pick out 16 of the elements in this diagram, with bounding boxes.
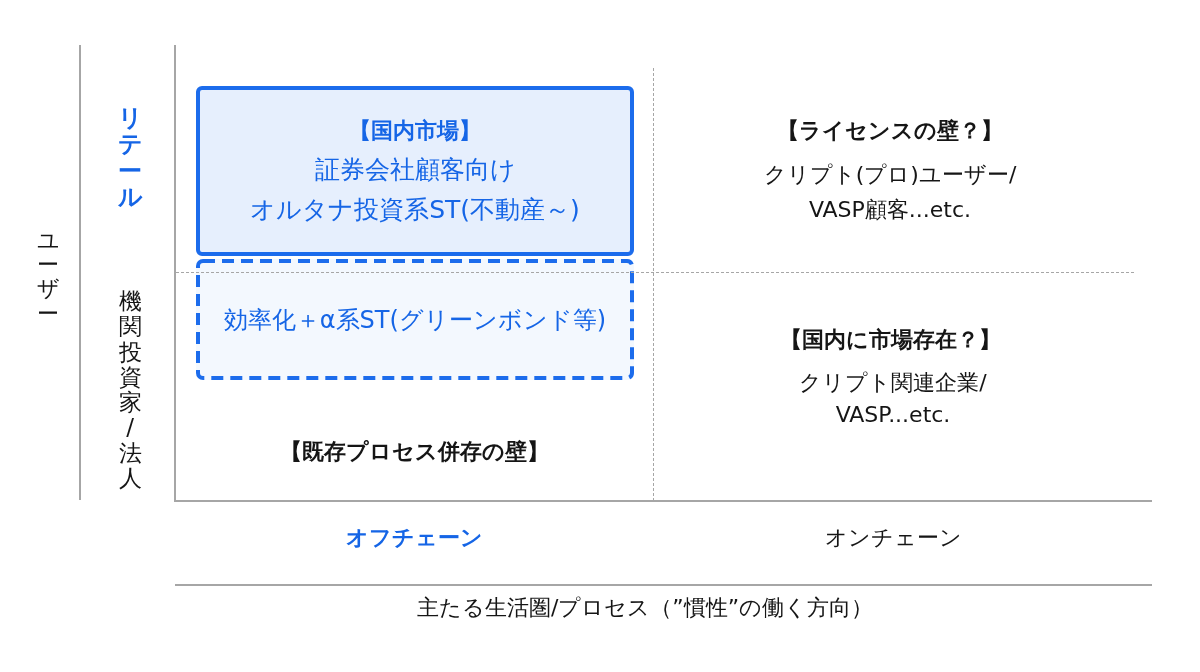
box-heading: 【国内市場】 (349, 117, 481, 145)
quadrant-heading: 【ライセンスの壁？】 (777, 116, 1003, 145)
category-box (196, 86, 634, 256)
dashed-category-box (196, 259, 634, 380)
quadrant-text: クリプト関連企業/VASP...etc. (799, 369, 987, 429)
axis-title: 主たる生活圏/プロセス（”慣性”の働く方向） (416, 593, 874, 622)
row-label: リテール (118, 105, 142, 211)
row-label: 機関投資家/法人 (118, 288, 142, 492)
box-text: 証券会社顧客向けオルタナ投資系ST(不動産～) (250, 154, 580, 226)
quadrant-heading: 【国内に市場存在？】 (779, 325, 1001, 354)
quadrant-heading: 【既存プロセス併存の壁】 (279, 437, 549, 466)
box-text: 効率化＋α系ST(グリーンボンド等) (223, 304, 607, 336)
column-label: オンチェーン (824, 523, 962, 552)
quadrant-text: クリプト(プロ)ユーザー/VASP顧客...etc. (763, 161, 1017, 224)
axis-title: ユーザー (37, 228, 59, 326)
column-label: オフチェーン (345, 523, 483, 552)
